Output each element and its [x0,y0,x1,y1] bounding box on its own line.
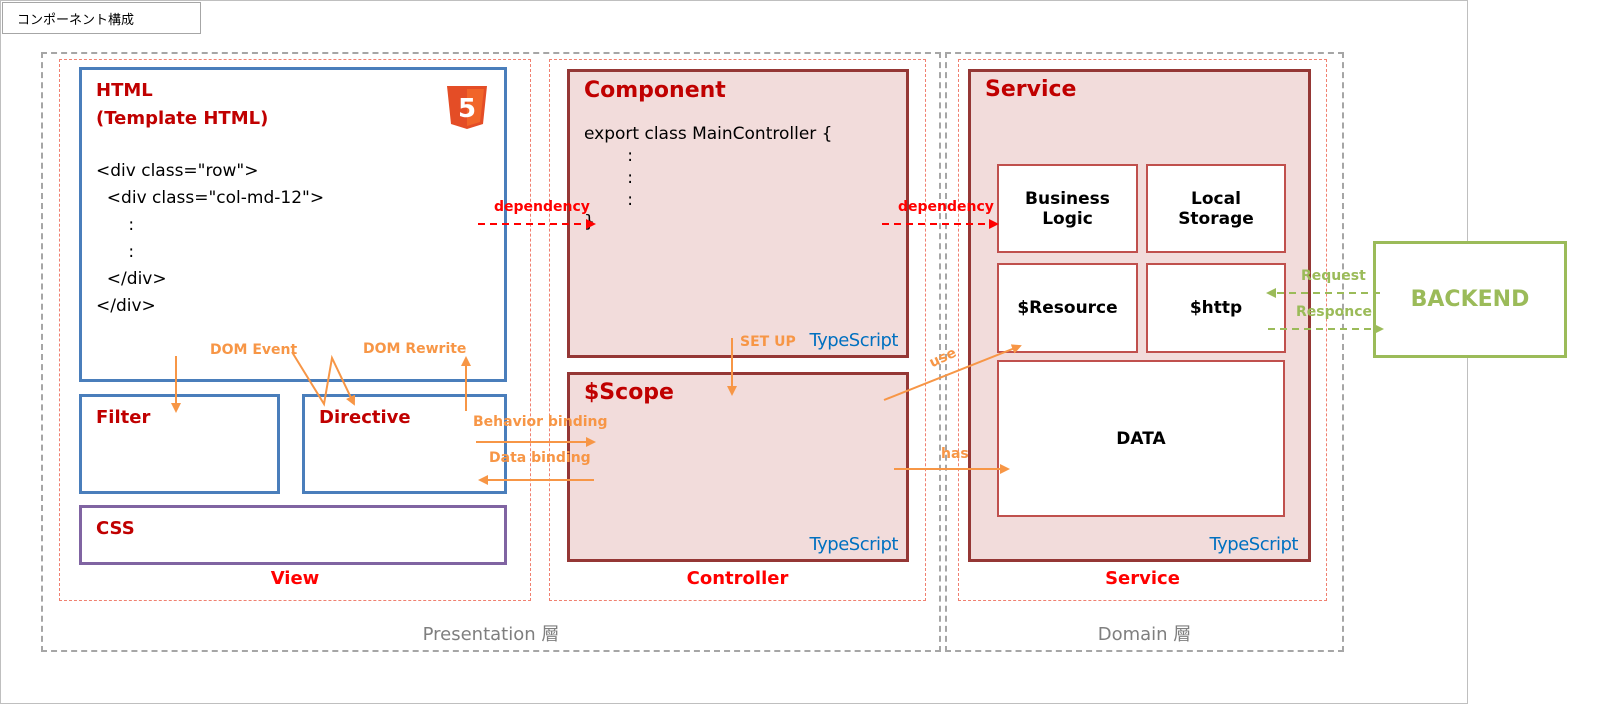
component-typescript-label: TypeScript [809,330,898,351]
html5-badge-text: 5 [458,94,476,124]
css-box[interactable]: CSS [79,505,507,565]
dom-event-label: DOM Event [210,342,298,358]
component-title: Component [584,78,726,103]
html-subtitle: (Template HTML) [96,108,269,129]
html-code-line: : [96,215,135,235]
directive-box[interactable]: Directive [302,394,507,494]
html-code-line: : [96,242,135,262]
responce-label: Responce [1296,304,1373,320]
html-code-line: <div class="col-md-12"> [96,188,325,208]
data-box[interactable]: DATA [997,360,1285,517]
dependency-label-2: dependency [898,199,994,215]
component-code-line: export class MainController { [584,124,833,144]
component-box[interactable]: Component export class MainController { … [567,69,909,358]
component-code-line: : [584,168,633,188]
presentation-layer [41,52,941,652]
html5-logo-icon: 5 [447,86,487,129]
dom-rewrite-label: DOM Rewrite [363,341,467,357]
set-up-label: SET UP [740,334,796,350]
html-code-line: <div class="row"> [96,161,259,181]
service-typescript-label: TypeScript [1209,534,1298,555]
behavior-binding-label: Behavior binding [473,414,608,430]
domain-layer [945,52,1344,652]
view-column [59,59,531,601]
directive-title: Directive [319,407,411,428]
service-column-label: Service [1105,568,1180,589]
service-title: Service [985,77,1077,102]
local-storage-box[interactable]: Local Storage [1146,164,1286,253]
sheet-tab-label[interactable]: コンポーネント構成 [2,2,201,34]
data-binding-label: Data binding [489,450,591,466]
html-code-line: </div> [96,269,167,289]
dom-event-arrow [291,351,356,407]
has-label: has [941,446,969,462]
request-label: Request [1301,268,1366,284]
dependency-label-1: dependency [494,199,590,215]
html-code-block: <div class="row"> <div class="col-md-12"… [96,158,324,320]
css-title: CSS [96,518,135,539]
service-column [958,59,1327,601]
controller-column [549,59,926,601]
html-code-line: </div> [96,296,156,316]
presentation-layer-label: Presentation 層 [422,624,560,645]
scope-box[interactable]: $Scope TypeScript [567,372,909,562]
resource-box[interactable]: $Resource [997,263,1138,353]
http-box[interactable]: $http [1146,263,1286,353]
filter-title: Filter [96,407,151,428]
controller-column-label: Controller [686,568,789,589]
view-column-label: View [270,568,320,589]
component-code-block: export class MainController { : : : } [584,123,833,233]
use-arrow [883,344,1022,401]
domain-layer-label: Domain 層 [1097,624,1192,645]
html-title: HTML [96,80,153,101]
backend-box[interactable]: BACKEND [1373,241,1567,358]
business-logic-box[interactable]: Business Logic [997,164,1138,253]
component-code-line: : [584,146,633,166]
scope-title: $Scope [584,380,674,405]
component-code-line: : [584,190,633,210]
scope-typescript-label: TypeScript [809,534,898,555]
